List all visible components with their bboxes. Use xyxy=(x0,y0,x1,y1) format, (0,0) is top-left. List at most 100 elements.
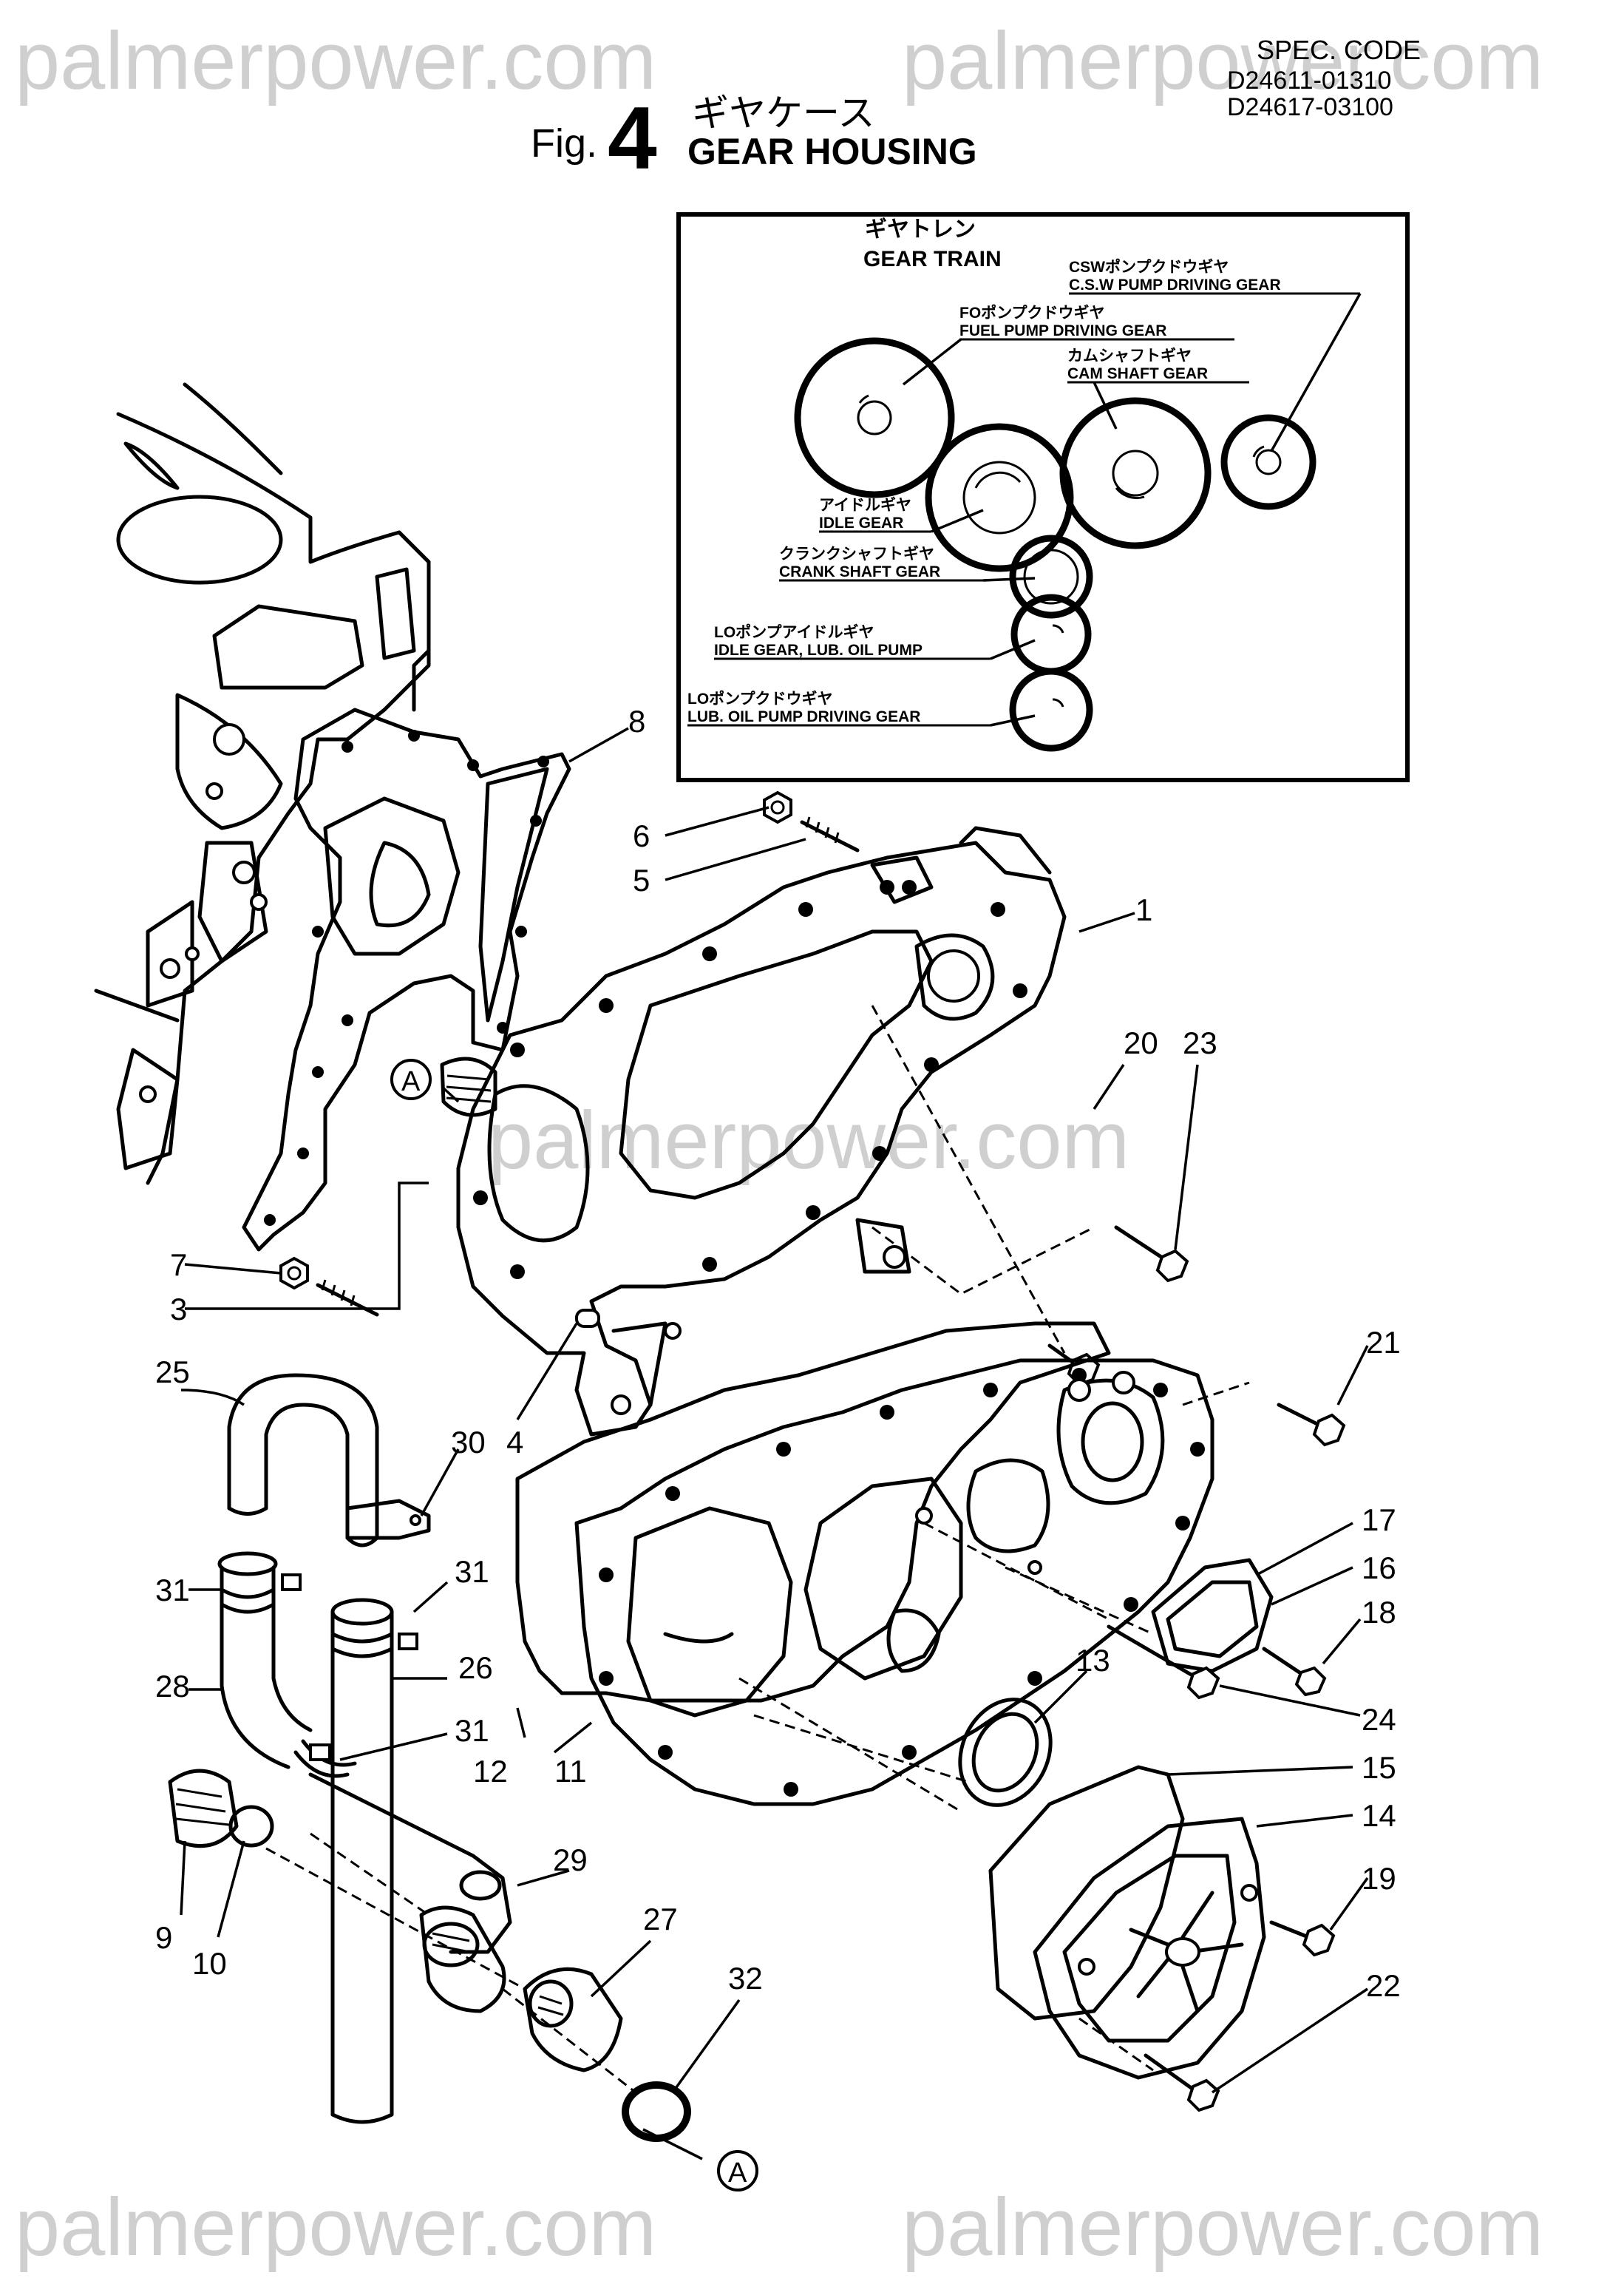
gear-crank-shaft xyxy=(1009,535,1093,619)
callout-14: 14 xyxy=(1362,1798,1396,1833)
label-idle-en: IDLE GEAR xyxy=(819,515,903,532)
callout-24: 24 xyxy=(1362,1702,1396,1737)
hose-26 xyxy=(330,1598,394,2124)
callout-7: 7 xyxy=(170,1247,187,1282)
gear-train-inset: ギヤトレン GEAR TRAIN xyxy=(676,212,1410,782)
callout-15: 15 xyxy=(1362,1750,1396,1785)
label-crank-jp: クランクシャフトギヤ xyxy=(779,546,934,563)
clip-30 xyxy=(345,1499,431,1540)
reference-a-upper-text: A xyxy=(401,1066,421,1097)
callout-1: 1 xyxy=(1135,892,1152,927)
watermark-bottom-left: palmerpower.com xyxy=(15,2182,656,2273)
callout-31-right: 31 xyxy=(455,1554,489,1589)
label-cam-jp: カムシャフトギヤ xyxy=(1067,348,1192,365)
o-ring-32 xyxy=(622,2081,691,2142)
label-csw-en: C.S.W PUMP DRIVING GEAR xyxy=(1069,277,1281,294)
gear-csw-pump xyxy=(1220,414,1316,510)
watermark-bottom-right: palmerpower.com xyxy=(902,2182,1543,2273)
assembly-center-lines xyxy=(265,1005,1250,2094)
inset-frame xyxy=(676,212,1410,782)
callout-21: 21 xyxy=(1366,1325,1401,1360)
bolt-22 xyxy=(1144,2053,1220,2112)
adapter-27 xyxy=(523,1967,623,2072)
o-ring-10 xyxy=(228,1805,274,1848)
gasket-11 xyxy=(515,1321,1111,1703)
callout-3: 3 xyxy=(170,1292,187,1326)
dowel-pin-4 xyxy=(575,1309,600,1328)
fig-prefix: Fig. xyxy=(531,121,597,166)
engine-block-front-plate xyxy=(94,382,431,1185)
hose-28 xyxy=(217,1551,313,1769)
oil-filler-port xyxy=(440,1057,497,1117)
bolt-19 xyxy=(1269,1920,1336,1957)
callout-9: 9 xyxy=(155,1920,172,1955)
label-crank-en: CRANK SHAFT GEAR xyxy=(779,563,940,580)
callout-12: 12 xyxy=(473,1754,508,1789)
callout-10: 10 xyxy=(192,1946,227,1981)
crankshaft-cover-14 xyxy=(1033,1817,1266,2080)
label-lo-drive-en: LUB. OIL PUMP DRIVING GEAR xyxy=(687,708,920,725)
callout-22: 22 xyxy=(1366,1968,1401,2003)
callout-16: 16 xyxy=(1362,1550,1396,1585)
label-csw-jp: CSWポンプクドウギヤ xyxy=(1069,258,1229,276)
fig-number: 4 xyxy=(608,89,657,188)
spec-code-1: D24611-01310 xyxy=(1227,67,1391,95)
gasket-8 xyxy=(242,708,571,1252)
oil-seal-13 xyxy=(958,1698,1053,1807)
callout-8: 8 xyxy=(628,704,645,739)
label-idle-jp: アイドルギヤ xyxy=(819,497,911,514)
header: SPEC. CODE D24611-01310 D24617-03100 Fig… xyxy=(531,35,1421,188)
callout-18: 18 xyxy=(1362,1595,1396,1630)
label-lo-idle-jp: LOポンプアイドルギヤ xyxy=(714,623,874,641)
callout-30: 30 xyxy=(451,1425,486,1460)
gear-fuel-pump xyxy=(794,337,955,498)
label-lo-idle-en: IDLE GEAR, LUB. OIL PUMP xyxy=(714,642,923,659)
reference-mark-a-upper: A xyxy=(390,1059,432,1100)
callout-13: 13 xyxy=(1076,1643,1110,1678)
callout-23: 23 xyxy=(1183,1026,1217,1060)
leader-lines xyxy=(180,727,1369,2160)
label-cam-en: CAM SHAFT GEAR xyxy=(1067,365,1208,382)
callout-5: 5 xyxy=(633,863,650,898)
watermark-top-left: palmerpower.com xyxy=(15,16,656,106)
bolt-24 xyxy=(1107,1624,1220,1700)
stud-3-and-nut-7 xyxy=(279,1256,379,1317)
reference-a-lower-text: A xyxy=(728,2157,747,2189)
gear-lo-drive xyxy=(1009,668,1093,752)
watermark-top-right: palmerpower.com xyxy=(902,16,1543,106)
callout-19: 19 xyxy=(1362,1861,1396,1896)
callout-17: 17 xyxy=(1362,1502,1396,1537)
gear-housing-1 xyxy=(440,826,1067,1437)
callout-32: 32 xyxy=(728,1961,763,1996)
bolt-23 xyxy=(1114,1225,1189,1283)
breather-hose-25 xyxy=(227,1373,379,1548)
watermarks: palmerpower.com palmerpower.com palmerpo… xyxy=(15,16,1543,2273)
callout-26: 26 xyxy=(458,1650,493,1685)
callout-6: 6 xyxy=(633,818,650,853)
elbow-29 xyxy=(308,1772,512,2013)
callout-27: 27 xyxy=(643,1902,678,1936)
callout-11: 11 xyxy=(554,1754,587,1789)
hose-clamps-31 xyxy=(220,1573,418,1778)
spec-code-2: D24617-03100 xyxy=(1227,93,1393,121)
gear-case-cover-12 xyxy=(574,1358,1214,1806)
bolt-21 xyxy=(1277,1403,1346,1447)
callout-31-lower: 31 xyxy=(455,1713,489,1748)
spec-code-label: SPEC. CODE xyxy=(1257,35,1421,65)
callout-29: 29 xyxy=(553,1843,588,1877)
watermark-center: palmerpower.com xyxy=(488,1095,1129,1186)
gear-train-title-en: GEAR TRAIN xyxy=(863,247,1002,271)
reference-mark-a-lower: A xyxy=(717,2150,758,2191)
figure-title-jp: ギヤケース xyxy=(692,92,875,134)
callout-25: 25 xyxy=(155,1355,190,1389)
callout-4: 4 xyxy=(506,1425,523,1460)
label-fuel-jp: FOポンプクドウギヤ xyxy=(959,304,1105,322)
gear-cam-shaft xyxy=(1059,397,1212,549)
stud-5-and-nut-6 xyxy=(763,790,860,852)
gear-train-title-jp: ギヤトレン xyxy=(865,217,976,242)
callout-31-left: 31 xyxy=(155,1573,190,1607)
bolt-18 xyxy=(1262,1647,1327,1697)
filler-cap-9 xyxy=(168,1769,239,1848)
